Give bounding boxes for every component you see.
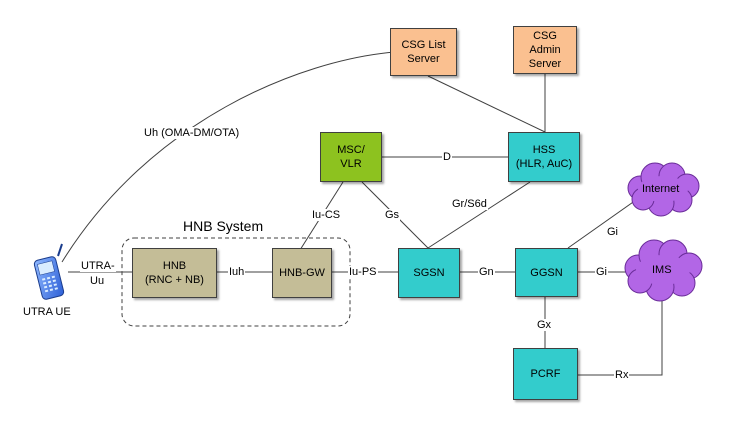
gr-s6d-link xyxy=(427,181,531,249)
node-label-line: SGSN xyxy=(413,267,445,279)
sgsn-node: SGSN xyxy=(398,248,460,298)
gi-internet-link xyxy=(567,199,637,249)
gi-ims-interface-label: Gi xyxy=(595,266,608,278)
d-interface-label: D xyxy=(442,151,452,163)
node-label-line: PCRF xyxy=(530,368,561,380)
node-label-line: (HLR, AuC) xyxy=(515,158,573,170)
node-label-line: CSG List xyxy=(401,39,446,51)
hnb-system-boundary xyxy=(121,237,351,327)
hnb-node: HNB (RNC + NB) xyxy=(132,248,217,298)
hss-node: HSS (HLR, AuC) xyxy=(508,132,580,182)
uh-link xyxy=(61,51,396,263)
gi-internet-interface-label: Gi xyxy=(606,226,619,238)
ggsn-node: GGSN xyxy=(515,248,578,297)
gr-s6d-interface-label: Gr/S6d xyxy=(451,198,488,210)
node-label-line: Admin xyxy=(529,44,561,56)
internet-cloud-label: Internet xyxy=(642,183,680,195)
ims-cloud-label: IMS xyxy=(652,264,672,276)
node-label-line: HNB xyxy=(162,260,187,272)
node-label-line: Server xyxy=(407,53,440,65)
node-label-line: HNB-GW xyxy=(279,267,325,279)
node-label-line: CSG xyxy=(533,30,557,42)
iu-cs-interface-label: Iu-CS xyxy=(311,209,342,221)
ims-cloud-shape xyxy=(624,239,703,302)
pcrf-node: PCRF xyxy=(513,348,578,400)
mobile-phone-icon xyxy=(36,244,64,300)
mobile-phone-icon-shape xyxy=(33,243,65,300)
hnb-gw-node: HNB-GW xyxy=(272,248,332,298)
node-label-line: GGSN xyxy=(530,266,563,279)
iu-ps-interface-label: Iu-PS xyxy=(348,266,378,278)
hnb-system-title: HNB System xyxy=(183,218,264,234)
node-label-line: (RNC + NB) xyxy=(145,274,204,286)
utra-uu-interface-label-2: Uu xyxy=(89,275,106,287)
internet-cloud-shape xyxy=(627,162,700,217)
uh-interface-label: Uh (OMA-DM/OTA) xyxy=(143,127,241,139)
utra-uu-interface-label-1: UTRA- xyxy=(80,260,116,272)
node-label-line: VLR xyxy=(340,158,362,170)
gs-interface-label: Gs xyxy=(384,209,401,221)
node-label-line: Server xyxy=(528,58,562,70)
node-label-line: MSC/ xyxy=(337,144,365,156)
rx-interface-label: Rx xyxy=(614,369,630,381)
iuh-interface-label: Iuh xyxy=(228,266,246,278)
ue-label: UTRA UE xyxy=(23,306,71,318)
gn-interface-label: Gn xyxy=(478,266,495,278)
msc-vlr-node: MSC/VLR xyxy=(320,132,382,182)
csg-list-hss-link xyxy=(427,75,546,133)
rx-link xyxy=(578,292,663,376)
node-label-line: HSS xyxy=(532,144,556,156)
gx-interface-label: Gx xyxy=(536,319,553,331)
